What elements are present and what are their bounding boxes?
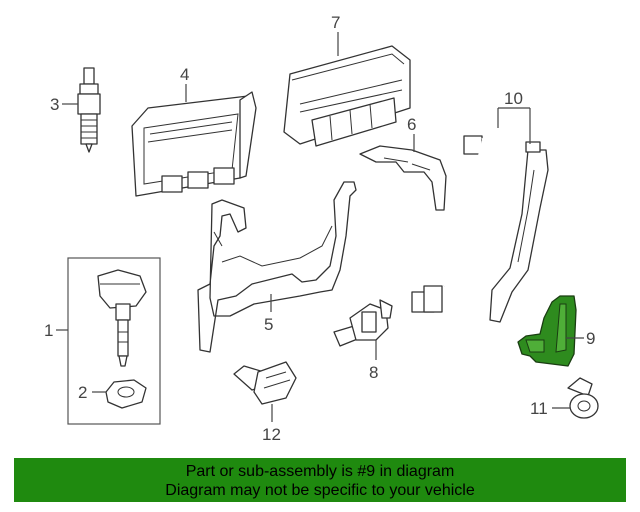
callout-1: 1 [44, 321, 53, 340]
part-8-sensor [333, 299, 393, 347]
part-4-control-module [131, 91, 257, 197]
info-banner: Part or sub-assembly is #9 in diagram Di… [14, 458, 626, 502]
part-1-frame [67, 257, 161, 425]
part-1-ignition-coil [97, 269, 147, 367]
part-2-nut [105, 379, 147, 409]
callout-4: 4 [180, 65, 189, 84]
callout-11: 11 [530, 399, 548, 418]
part-6-bracket [359, 145, 447, 211]
part-11-knock-sensor [567, 377, 599, 419]
callout-5: 5 [264, 315, 273, 334]
part-5-bracket [197, 181, 357, 353]
callout-3: 3 [50, 95, 59, 114]
banner-line-2: Diagram may not be specific to your vehi… [165, 482, 475, 499]
part-3-spark-plug [77, 67, 101, 153]
parts-diagram: 3 4 7 6 10 1 [44, 13, 599, 444]
part-9-bracket-highlighted [517, 295, 577, 367]
callout-2: 2 [78, 383, 87, 402]
banner-line-1: Part or sub-assembly is #9 in diagram [185, 463, 455, 480]
callout-9: 9 [586, 329, 595, 348]
callout-6: 6 [407, 115, 416, 134]
callout-10: 10 [504, 89, 523, 108]
part-10-wire-harness [411, 135, 549, 323]
callout-8: 8 [369, 363, 378, 382]
part-12-sensor [233, 361, 297, 405]
callout-12: 12 [262, 425, 281, 444]
callout-7: 7 [331, 13, 340, 32]
part-7-ecu [283, 45, 411, 147]
